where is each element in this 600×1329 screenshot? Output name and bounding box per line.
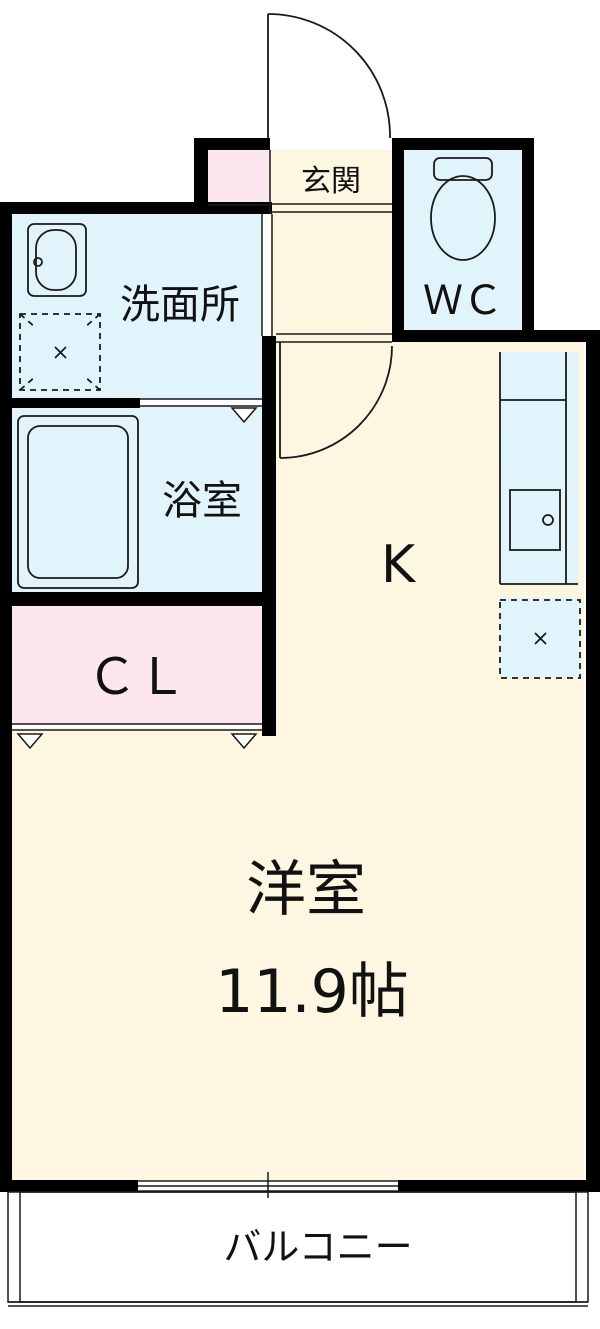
closet-floor xyxy=(12,606,262,724)
x-marks xyxy=(54,346,547,645)
bathroom-floor xyxy=(12,406,262,592)
floor-fills xyxy=(10,150,584,1180)
thin-walls xyxy=(12,150,392,731)
wall xyxy=(194,138,270,150)
washbasin xyxy=(27,223,87,297)
washroom-label: 洗面所 xyxy=(120,282,240,328)
toilet-label: ＷＣ xyxy=(423,278,503,324)
main-room-floor xyxy=(10,340,584,1180)
wall xyxy=(262,336,276,736)
wall xyxy=(12,398,140,408)
main-room-size: 11.9帖 xyxy=(215,957,409,1027)
appliance-spot xyxy=(499,599,581,679)
balcony-label: バルコニー xyxy=(223,1225,412,1269)
wall xyxy=(12,592,276,606)
door-markers xyxy=(16,407,258,750)
walls xyxy=(0,138,600,1192)
wall xyxy=(392,138,404,342)
wall xyxy=(392,138,534,150)
entrance-label: 玄関 xyxy=(301,164,361,199)
wall xyxy=(398,1180,600,1192)
balcony xyxy=(7,1191,589,1307)
kitchen-counter xyxy=(500,352,578,584)
closet-label: ＣＬ xyxy=(87,648,187,706)
balcony-window xyxy=(138,1172,398,1198)
wall xyxy=(522,138,534,338)
kitchen-details xyxy=(499,352,578,585)
main-room-label: 洋室 xyxy=(246,855,366,925)
entrance-floor xyxy=(270,150,398,340)
kitchen-label: K xyxy=(381,535,417,595)
washroom-floor xyxy=(12,214,262,400)
fixtures xyxy=(17,157,581,679)
corridor-door xyxy=(279,342,393,459)
toilet-bowl xyxy=(430,157,496,261)
entrance-nook xyxy=(208,150,270,205)
wall xyxy=(586,330,600,1192)
doors xyxy=(267,13,393,459)
wall xyxy=(0,1180,138,1192)
wall xyxy=(392,330,600,342)
wall xyxy=(194,138,208,214)
wall xyxy=(0,202,272,214)
entrance-door xyxy=(267,13,391,139)
bathroom-label: 浴室 xyxy=(162,478,242,524)
wall xyxy=(0,202,12,1192)
washing-machine-spot xyxy=(19,313,101,391)
bathtub xyxy=(17,415,139,589)
